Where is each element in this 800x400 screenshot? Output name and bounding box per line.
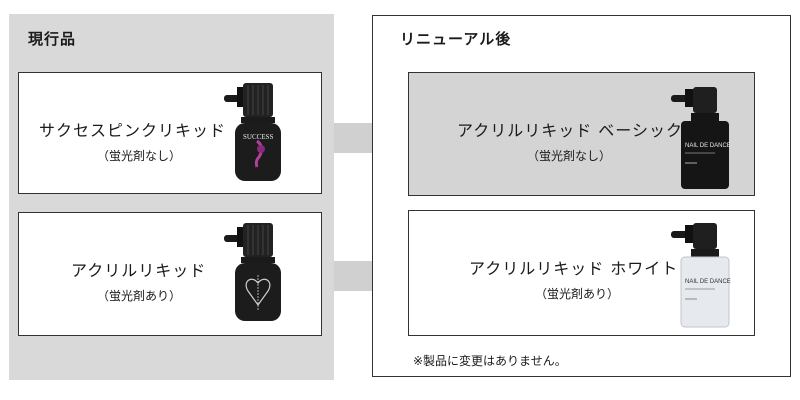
product-note: （蛍光剤あり） xyxy=(97,289,182,303)
product-name: アクリルリキッド ベーシック xyxy=(457,121,683,140)
current-products-panel: 現行品 サクセスピンクリキッド （蛍光剤なし） SUCCESS アクリルリキッド… xyxy=(9,14,334,380)
product-name: アクリルリキッド ホワイト xyxy=(469,259,679,278)
success-pink-bottle-image: SUCCESS xyxy=(224,83,281,181)
bottle-label-text: NAIL DE DANCE xyxy=(685,279,731,285)
acrylic-basic-bottle-image: NAIL DE DANCE xyxy=(671,87,731,189)
acrylic-white-bottle-image: NAIL DE DANCE xyxy=(671,223,731,328)
product-card-acrylic-white: アクリルリキッド ホワイト （蛍光剤あり） NAIL DE DANCE xyxy=(408,210,755,336)
product-card-acrylic-liquid: アクリルリキッド （蛍光剤あり） xyxy=(18,212,322,336)
bottle-label-text: NAIL DE DANCE xyxy=(685,143,731,149)
product-name: サクセスピンクリキッド xyxy=(39,121,227,140)
renewal-products-panel: リニューアル後 アクリルリキッド ベーシック （蛍光剤なし） NAIL DE D… xyxy=(372,15,791,377)
bottle-label-text: SUCCESS xyxy=(243,133,273,141)
product-note: （蛍光剤なし） xyxy=(97,149,182,163)
product-name: アクリルリキッド xyxy=(71,261,207,280)
current-panel-title: 現行品 xyxy=(28,30,77,48)
renewal-panel-title: リニューアル後 xyxy=(400,30,512,48)
product-card-success-pink: サクセスピンクリキッド （蛍光剤なし） SUCCESS xyxy=(18,72,322,194)
no-product-change-note: ※製品に変更はありません。 xyxy=(413,354,567,368)
product-note: （蛍光剤なし） xyxy=(527,149,612,163)
product-card-acrylic-basic: アクリルリキッド ベーシック （蛍光剤なし） NAIL DE DANCE xyxy=(408,72,755,196)
product-note: （蛍光剤あり） xyxy=(535,287,620,301)
acrylic-liquid-bottle-image xyxy=(224,223,281,321)
